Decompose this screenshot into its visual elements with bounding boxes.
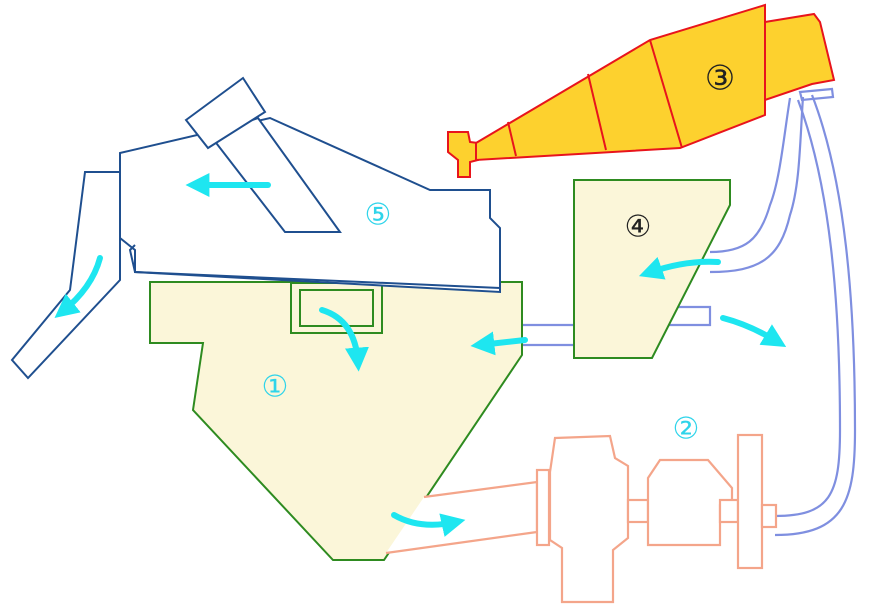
label-unit-3: ③ bbox=[705, 59, 735, 99]
cyclone-section-line-1 bbox=[507, 121, 517, 157]
label-unit-2: ② bbox=[673, 412, 700, 447]
cyclone-top-cylinder bbox=[764, 12, 836, 102]
pipe-stub-top bbox=[798, 87, 835, 102]
vessel-1-inlet-inner bbox=[299, 289, 374, 327]
arrow-pipe-left bbox=[470, 331, 528, 356]
pipe-cyclone-to-motor-inner bbox=[774, 99, 842, 518]
flange-right bbox=[736, 433, 764, 570]
pipe-box-outlet bbox=[660, 305, 712, 327]
arrow-into-box bbox=[638, 256, 721, 280]
cyclone-section-line-3 bbox=[649, 39, 683, 149]
flow-arrows bbox=[54, 173, 787, 537]
motor-housing-large bbox=[548, 434, 630, 604]
shaft-connector bbox=[626, 498, 650, 524]
label-unit-5: ⑤ bbox=[365, 198, 392, 233]
pipe-cyclone-to-box-outer bbox=[709, 96, 805, 274]
pipe-cyclone-to-motor-outer bbox=[774, 94, 857, 537]
arrow-vessel-out bbox=[391, 512, 466, 537]
pipe-cyclone-to-box-inner bbox=[709, 97, 792, 254]
label-unit-1: ① bbox=[262, 370, 289, 405]
flange-left bbox=[535, 468, 551, 547]
cyclone-3 bbox=[447, 3, 836, 178]
flange-outlet bbox=[760, 503, 778, 529]
arrow-box-out bbox=[720, 315, 787, 347]
screen-5 bbox=[10, 76, 501, 380]
cyclone-section-line-2 bbox=[587, 73, 607, 151]
screen-deck bbox=[128, 244, 501, 289]
arrow-inlet-down bbox=[319, 307, 369, 372]
motor-assembly bbox=[385, 433, 778, 604]
cyclone-nozzle bbox=[447, 131, 479, 178]
chute-outlet bbox=[10, 171, 121, 380]
label-unit-4: ④ bbox=[625, 210, 652, 245]
feed-cap bbox=[184, 76, 267, 150]
vessel-1-body bbox=[149, 281, 523, 561]
shaft-connector-right bbox=[718, 498, 740, 524]
arrow-chute-down bbox=[54, 255, 103, 318]
